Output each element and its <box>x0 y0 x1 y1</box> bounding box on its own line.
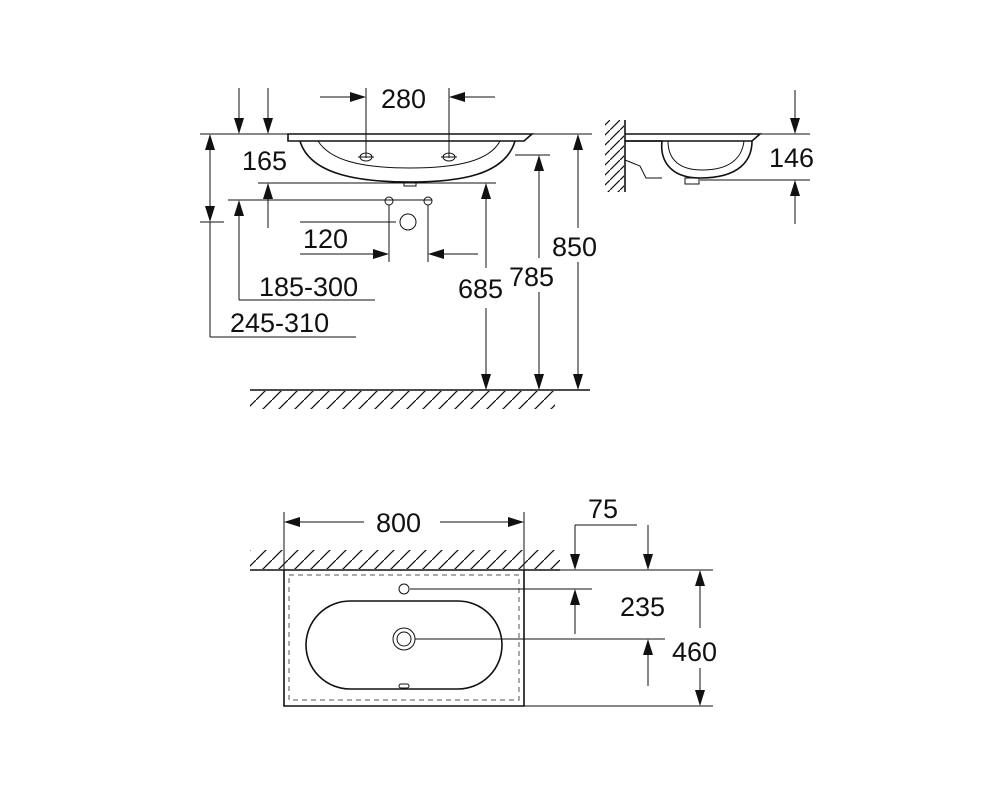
dim-label-165: 165 <box>242 146 287 176</box>
dimension-165: 165 <box>200 88 496 228</box>
wall-hatch-side <box>605 120 626 192</box>
dimension-146: 146 <box>700 90 814 224</box>
dim-label-785: 785 <box>509 262 554 292</box>
dimension-685: 685 <box>458 183 503 390</box>
dimension-850: 850 <box>532 133 597 390</box>
side-elevation-view: 146 <box>605 90 814 224</box>
wall-hatch-plan <box>250 550 560 571</box>
dimension-460: 460 <box>672 570 717 706</box>
dim-label-120: 120 <box>303 224 348 254</box>
dim-label-280: 280 <box>381 84 426 114</box>
waste-fittings <box>286 196 433 262</box>
dim-label-460: 460 <box>672 637 717 667</box>
dim-label-146: 146 <box>769 143 814 173</box>
overflow-plan <box>398 683 410 689</box>
basin-side-outline <box>625 133 763 142</box>
dimension-280: 280 <box>320 84 495 158</box>
dimension-245-310: 245-310 <box>200 134 356 338</box>
basin-bowl <box>299 140 516 183</box>
drain-plan <box>392 627 416 651</box>
dim-label-800: 800 <box>376 508 421 538</box>
dimension-185-300: 185-300 <box>228 199 375 302</box>
dimension-235: 235 <box>570 589 665 686</box>
basin-front-outline <box>287 133 535 142</box>
tap-hole-plan <box>398 583 410 595</box>
dimension-75: 75 <box>570 494 653 570</box>
dimension-785: 785 <box>509 154 554 390</box>
cabinet-outline <box>288 574 520 701</box>
floor-hatch <box>250 389 590 409</box>
bowl-plan <box>305 600 503 690</box>
dim-label-235: 235 <box>620 592 665 622</box>
dim-label-685: 685 <box>458 274 503 304</box>
dim-label-75: 75 <box>588 494 618 524</box>
dim-label-185-300: 185-300 <box>259 272 358 302</box>
dim-label-850: 850 <box>552 232 597 262</box>
dim-label-245-310: 245-310 <box>230 308 329 338</box>
plan-view: 800 75 235 460 <box>250 494 717 707</box>
dimension-800: 800 <box>283 508 525 570</box>
basin-plan-outline <box>283 570 525 707</box>
front-elevation-view: 280 165 <box>200 84 597 409</box>
dimension-120: 120 <box>300 224 478 259</box>
